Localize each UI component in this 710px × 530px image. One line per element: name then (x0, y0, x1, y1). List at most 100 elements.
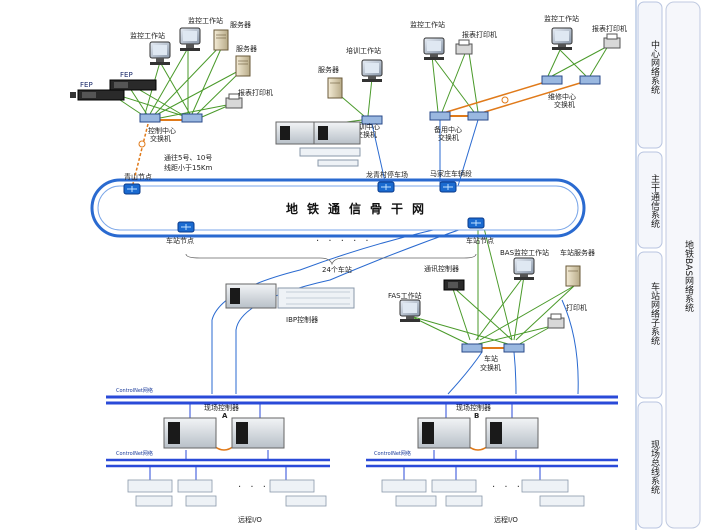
side-label-center: 中心网络系统 (649, 39, 660, 95)
side-section-field (637, 401, 663, 529)
center-server-2 (235, 55, 251, 77)
field-controller-b (417, 417, 539, 449)
station-fas-ws-label: FAS工作站 (388, 291, 422, 300)
backup-switch-2-label-2: 交换机 (554, 100, 575, 109)
training-switch-label-2: 交换机 (356, 130, 377, 139)
controlnet-label-2: ControlNet网络 (116, 450, 153, 457)
center-server-1 (213, 29, 229, 51)
ring-node-mid-label: 龙青村停车场 (366, 170, 408, 179)
center-monitor-ws-2-label: 监控工作站 (188, 16, 223, 25)
backup-links (431, 45, 609, 187)
ring-title: 地铁通信骨干网 (286, 201, 433, 216)
field-ctrl-a-label: 现场控制器 (204, 403, 239, 412)
center-fep-1 (70, 89, 125, 101)
ring-node-left-label: 青山节点 (124, 172, 152, 181)
station-switch-label-1: 车站 (484, 354, 498, 363)
training-server-label: 服务器 (318, 65, 339, 74)
center-monitor-ws (149, 41, 171, 65)
backup-printer-2 (603, 33, 621, 49)
ring-node-station-left (177, 221, 195, 233)
backup-fiber-marker (501, 96, 509, 104)
center-note-1: 通往5号、10号 (164, 153, 212, 162)
training-ws (361, 59, 383, 82)
stations-count-label: 24个车站 (322, 265, 352, 274)
station-server (565, 265, 581, 287)
side-section-backbone (637, 151, 663, 249)
ring-node-left (123, 183, 141, 195)
ring-node-station-left-label: 车站节点 (166, 236, 194, 245)
backup-switch-2-label-1: 维修中心 (548, 92, 576, 101)
center-monitor-ws-label: 监控工作站 (130, 31, 165, 40)
station-server-label: 车站服务器 (560, 248, 595, 257)
center-report-printer-label: 报表打印机 (238, 88, 273, 97)
backup-printer-2-label: 报表打印机 (592, 24, 627, 33)
field-controller-a (163, 417, 285, 449)
station-bas-ws (513, 257, 535, 280)
center-fep-2-label: FEP (120, 71, 133, 79)
backup-switch-1-label-1: 备用中心 (434, 125, 462, 134)
controlnet-label-3: ControlNet网络 (374, 450, 411, 457)
backbone-ring: 地铁通信骨干网 (90, 178, 586, 238)
center-report-printer (225, 93, 243, 109)
backup-monitor-ws-1 (423, 37, 445, 60)
field-buses (106, 395, 618, 468)
side-label-field: 现场总线系统 (649, 440, 660, 495)
center-switch-label-1: 控制中心 (148, 126, 176, 135)
station-bas-ws-label: BAS监控工作站 (500, 248, 549, 257)
side-panel: 中心网络系统 主干通信系统 车站网络子系统 现场总线系统 地铁BAS网络系统 (635, 0, 701, 530)
field-drops (149, 403, 541, 480)
station-comm-ctrl (443, 279, 465, 291)
remote-io-label-2: 远程I/O (494, 515, 518, 524)
field-ctrl-a-tag: A (222, 412, 228, 420)
backup-switch-2 (541, 75, 601, 85)
side-label-overall: 地铁BAS网络系统 (683, 239, 694, 313)
center-server-2-label: 服务器 (236, 44, 257, 53)
center-server-label: 服务器 (230, 20, 251, 29)
field-dots-2: · · · (492, 482, 523, 493)
center-note-2: 线距小于15Km (164, 163, 212, 172)
backup-printer-1 (455, 39, 473, 55)
training-server (327, 77, 343, 99)
station-comm-ctrl-label: 通讯控制器 (424, 264, 459, 273)
backup-switch-1-label-2: 交换机 (438, 133, 459, 142)
station-switch-label-2: 交换机 (480, 363, 501, 372)
center-monitor-ws-2 (179, 27, 201, 51)
ring-nodes (123, 181, 485, 233)
backup-monitor-ws-2 (551, 27, 573, 50)
backup-monitor-ws-1-label: 监控工作站 (410, 20, 445, 29)
center-switch (139, 113, 203, 123)
center-fiber-marker (138, 140, 146, 148)
station-ibp-label: IBP控制器 (286, 315, 318, 324)
backup-switch-1 (429, 111, 489, 121)
center-fep-2 (109, 79, 157, 91)
field-dots-1: · · · (238, 482, 269, 493)
station-ibp-rack (225, 283, 355, 309)
ring-dots: · · · · · (316, 236, 372, 247)
ring-node-mid (377, 181, 395, 193)
backup-monitor-ws-2-label: 监控工作站 (544, 14, 579, 23)
remote-io-label-1: 远程I/O (238, 515, 262, 524)
side-label-station: 车站网络子系统 (649, 281, 660, 346)
side-overall-frame (665, 1, 701, 529)
side-section-station (637, 251, 663, 399)
backup-printer-1-label: 报表打印机 (462, 30, 497, 39)
remote-io-group-1 (127, 479, 327, 507)
side-section-center (637, 1, 663, 149)
station-printer (547, 313, 565, 329)
ring-node-station-right-label: 车站节点 (466, 236, 494, 245)
field-ctrl-b-label: 现场控制器 (456, 403, 491, 412)
ring-node-right (439, 181, 457, 193)
station-switch (461, 343, 525, 353)
remote-io-group-2 (381, 479, 585, 507)
center-switch-label-2: 交换机 (150, 134, 171, 143)
training-plc-rack (275, 121, 361, 167)
controlnet-label-1: ControlNet网络 (116, 387, 153, 394)
side-label-backbone: 主干通信系统 (649, 173, 660, 229)
center-fep-1-label: FEP (80, 81, 93, 89)
training-switch (361, 115, 383, 125)
station-links (211, 221, 579, 395)
stations-brace (185, 253, 477, 266)
training-ws-label: 培训工作站 (346, 46, 381, 55)
ring-node-station-right (467, 217, 485, 229)
